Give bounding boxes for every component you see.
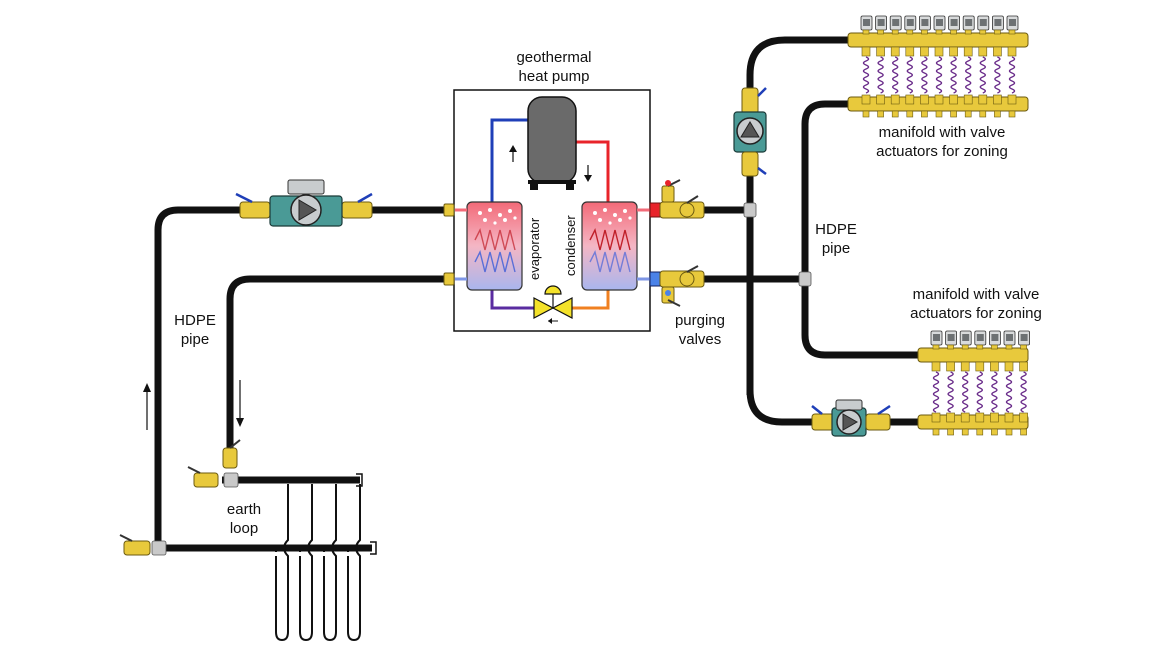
condenser-heat-exchanger	[581, 201, 638, 291]
manifold-top-zone[interactable]	[919, 15, 931, 118]
earth-loop-u-tube	[323, 484, 337, 642]
heat-pump-title-line2: heat pump	[519, 68, 590, 85]
earth-loop-u-tube	[275, 484, 289, 642]
manifold-bottom-zone[interactable]	[1003, 330, 1016, 436]
manifold-top-zone[interactable]	[904, 15, 917, 118]
flow-arrow-up-icon	[143, 383, 151, 430]
hdpe-pipe-left-label-line1: HDPE	[174, 312, 216, 329]
manifold-bottom-zone[interactable]	[930, 330, 943, 436]
manifold-bottom-zone[interactable]	[974, 330, 987, 436]
manifold-bottom-return-bar	[917, 414, 1029, 430]
flow-arrow-down-icon	[584, 165, 592, 182]
earth-loop-label-line2: loop	[230, 520, 258, 537]
pipe-tees	[151, 202, 812, 556]
flow-arrow-down-icon	[236, 380, 244, 427]
manifold-bottom-supply-bar	[917, 347, 1029, 363]
earth-loop-label-line1: earth	[227, 501, 261, 518]
manifold-top-zone[interactable]	[875, 15, 887, 118]
purging-valve-bottom[interactable]	[659, 265, 705, 307]
manifold-top-label-line1: manifold with valve	[879, 124, 1006, 141]
manifold-top-zone[interactable]	[992, 15, 1004, 118]
purging-valves-label-line2: valves	[679, 331, 722, 348]
liquid-line	[572, 290, 610, 310]
earth-loop-end-caps	[356, 473, 377, 555]
manifold-bottom-label-line1: manifold with valve	[913, 286, 1040, 303]
heat-pump-unit: evaporator condenser	[453, 89, 651, 332]
top-manifold-return-pipe	[801, 100, 918, 359]
manifold-top-zone[interactable]	[860, 15, 873, 118]
hdpe-pipe-right-label-line1: HDPE	[815, 221, 857, 238]
top-manifold-supply-pipe	[746, 36, 848, 395]
earth-loop-supply-valve[interactable]	[119, 534, 151, 556]
earth-loop-u-tube	[347, 484, 361, 642]
purging-valves-label-line1: purging	[675, 312, 725, 329]
purging-valve-top[interactable]	[659, 179, 705, 219]
manifold-top-zone[interactable]	[948, 15, 960, 118]
manifold-bottom-zone[interactable]	[945, 330, 957, 436]
manifold-top-supply-bar	[847, 32, 1029, 48]
condenser-label: condenser	[563, 215, 578, 276]
flow-arrow-up-icon	[509, 145, 517, 162]
manifold-top-zone[interactable]	[962, 15, 975, 118]
expansion-valve	[533, 285, 573, 324]
load-circulator-pump-top[interactable]	[733, 87, 767, 177]
manifold-top-zone[interactable]	[933, 15, 946, 118]
earth-loop-u-tubes	[275, 484, 361, 642]
evaporator-label: evaporator	[527, 217, 542, 280]
manifold-top-label-line2: actuators for zoning	[876, 143, 1008, 160]
source-circulator-pump[interactable]	[235, 179, 373, 227]
heat-pump-title-line1: geothermal	[516, 49, 591, 66]
manifold-top-zone[interactable]	[977, 15, 990, 118]
hdpe-pipe-right-label-line2: pipe	[822, 240, 850, 257]
load-circulator-pump-bottom[interactable]	[811, 399, 891, 437]
earth-loop-return-valve[interactable]	[187, 439, 241, 488]
manifold-top	[847, 15, 1029, 118]
hdpe-piping	[154, 36, 918, 552]
bottom-manifold-return-pipe	[746, 389, 812, 426]
evaporator-heat-exchanger	[466, 201, 523, 291]
expansion-outlet-line	[490, 290, 534, 310]
source-return-pipe	[226, 275, 448, 455]
cold-suction-line	[490, 118, 528, 206]
manifold-top-zone[interactable]	[889, 15, 902, 118]
manifold-bottom-zone[interactable]	[1018, 330, 1030, 436]
manifold-bottom-zone[interactable]	[959, 330, 972, 436]
earth-loop-u-tube	[299, 484, 313, 642]
manifold-top-zone[interactable]	[1006, 15, 1019, 118]
source-supply-pipe	[154, 206, 240, 548]
hot-discharge-line	[576, 140, 610, 206]
compressor	[527, 96, 577, 190]
manifold-bottom	[917, 330, 1030, 436]
hdpe-pipe-left-label-line2: pipe	[181, 331, 209, 348]
manifold-bottom-zone[interactable]	[989, 330, 1001, 436]
manifold-bottom-label-line2: actuators for zoning	[910, 305, 1042, 322]
